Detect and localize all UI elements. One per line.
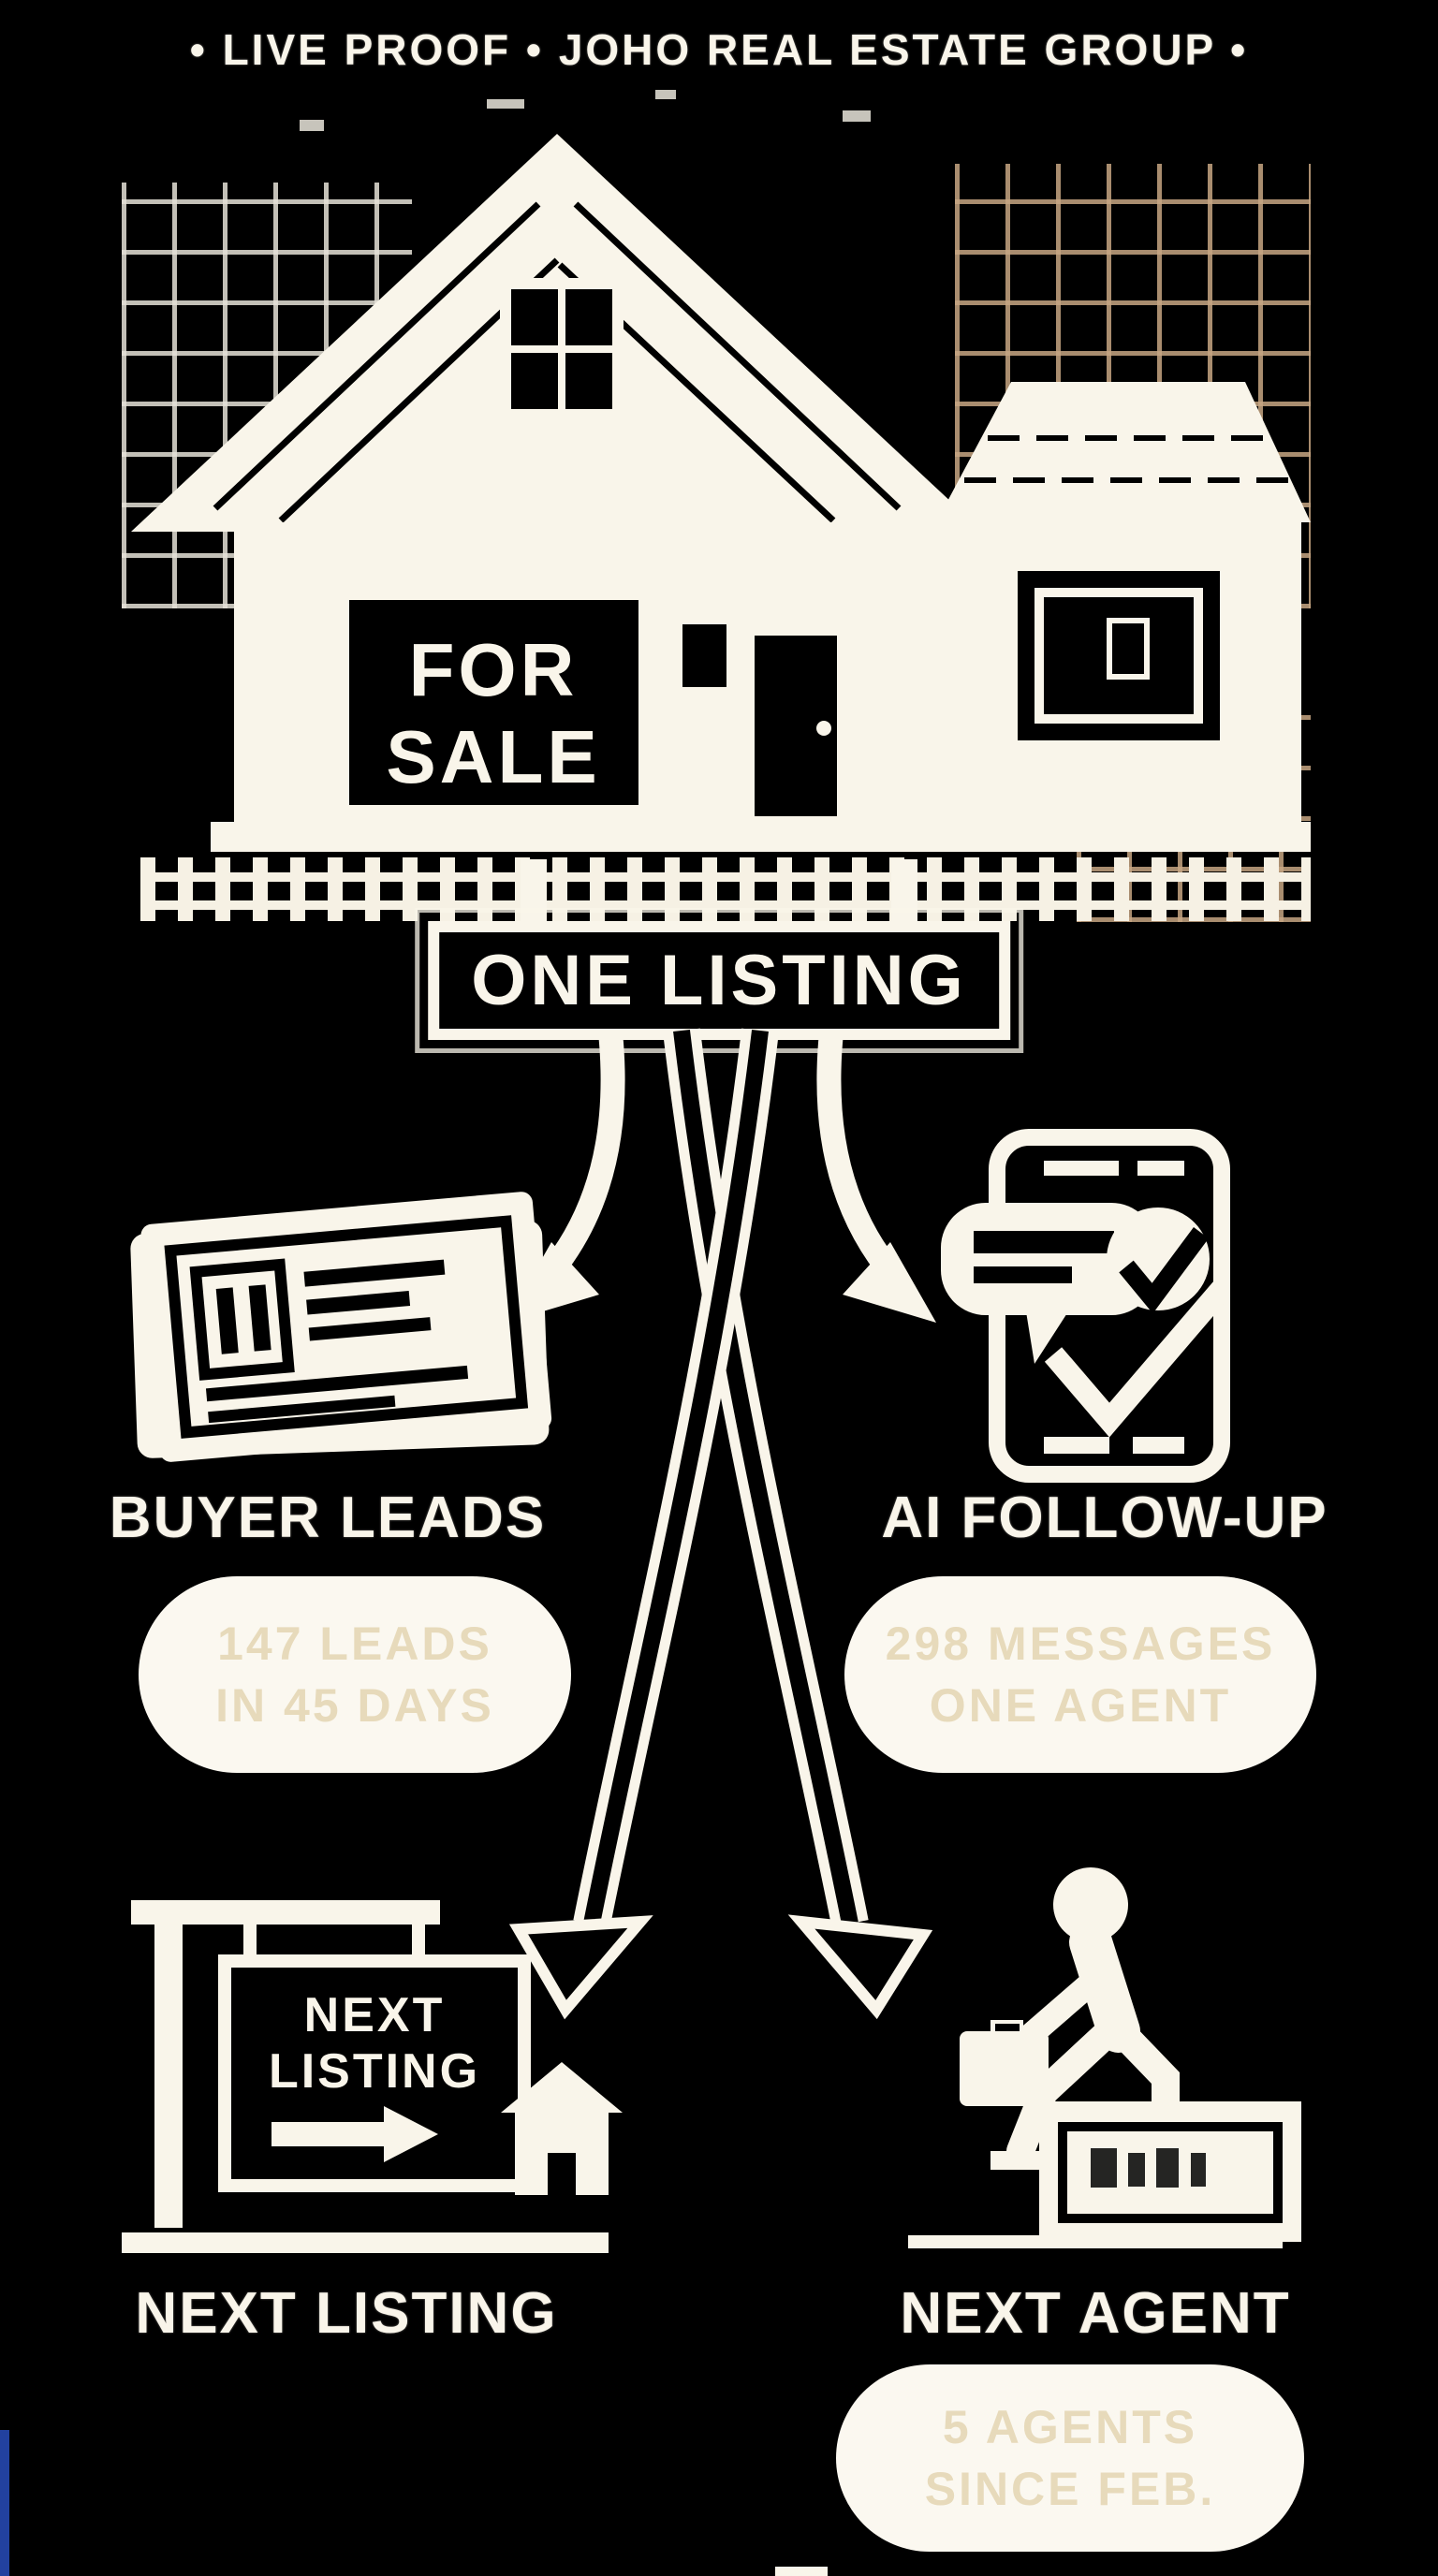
buyer-leads-stat-line2: IN 45 DAYS — [215, 1679, 494, 1732]
yard-sign-line2: LISTING — [269, 2044, 480, 2099]
for-sale-line1: FOR — [409, 628, 579, 711]
for-sale-sign: FOR SALE — [334, 585, 653, 820]
small-house-icon — [501, 2062, 623, 2195]
next-agent-stat-line1: 5 AGENTS — [942, 2401, 1198, 2453]
banner-hanger-post-right — [891, 859, 917, 927]
ai-follow-up-stat-pill: 298 MESSAGES ONE AGENT — [844, 1576, 1316, 1773]
arrow-to-next-agent — [663, 1028, 933, 2020]
next-listing-title: NEXT LISTING — [135, 2281, 558, 2346]
attic-window — [500, 278, 624, 420]
buyer-leads-title: BUYER LEADS — [109, 1486, 547, 1550]
fence-rail-bottom — [140, 900, 1311, 910]
ai-follow-up-title: AI FOLLOW-UP — [881, 1486, 1328, 1550]
fence-rail-top — [140, 872, 1311, 882]
for-sale-line2: SALE — [386, 715, 600, 798]
speech-bubble-icon — [941, 1203, 1210, 1364]
picket-fence — [140, 857, 1311, 921]
bay-window — [1005, 558, 1233, 754]
blue-edge-artifact — [0, 2430, 9, 2576]
person — [960, 1867, 1180, 2170]
small-window — [675, 617, 734, 695]
yard-sign-icon: NEXT LISTING — [122, 1900, 623, 2253]
ai-follow-up-stat-line1: 298 MESSAGES — [885, 1617, 1276, 1670]
front-door — [743, 624, 848, 827]
stamp-icon — [189, 1258, 295, 1381]
buyer-leads-stat-line1: 147 LEADS — [217, 1617, 492, 1670]
arrow-to-ai-follow-up — [816, 1031, 936, 1323]
banner-hanger-post-left — [521, 859, 547, 927]
right-arrow-icon — [271, 2106, 438, 2162]
porch-band — [211, 822, 1311, 852]
next-agent-stat-pill: 5 AGENTS SINCE FEB. — [836, 2364, 1304, 2552]
header-title: • LIVE PROOF • JOHO REAL ESTATE GROUP • — [189, 25, 1249, 74]
arrow-to-next-listing — [508, 1028, 779, 2020]
agent-step-icon — [908, 1867, 1301, 2248]
ai-follow-up-stat-line2: ONE AGENT — [929, 1679, 1232, 1732]
check-icon — [1044, 1281, 1231, 1438]
roof-right-wing — [936, 382, 1311, 522]
bottom-dash-artifact — [775, 2567, 828, 2576]
yard-sign-line1: NEXT — [304, 1988, 446, 2042]
next-agent-stat-line2: SINCE FEB. — [924, 2463, 1216, 2515]
flow-arrows — [506, 1028, 936, 2020]
platform — [1039, 2101, 1301, 2242]
one-listing-banner: ONE LISTING — [415, 908, 1023, 1053]
buyer-leads-stat-pill: 147 LEADS IN 45 DAYS — [139, 1576, 571, 1773]
house-for-sale-illustration: FOR SALE — [131, 90, 1311, 852]
briefcase-icon — [960, 2020, 1049, 2106]
mailer-icon — [130, 1192, 552, 1462]
next-agent-title: NEXT AGENT — [900, 2281, 1291, 2346]
phone-chat-icon — [941, 1129, 1231, 1483]
